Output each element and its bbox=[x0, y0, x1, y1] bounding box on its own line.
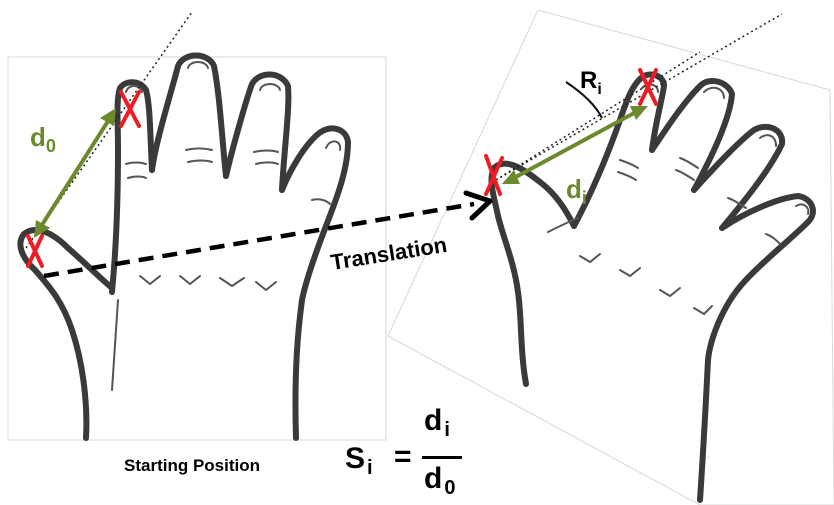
translation-label: Translation bbox=[329, 232, 449, 275]
ri-label: Ri bbox=[580, 67, 602, 98]
di-arrow bbox=[502, 106, 648, 184]
translated-index-tip-marker bbox=[638, 68, 658, 106]
translated-hand-panel: Ri di bbox=[387, 9, 834, 505]
thumb-tip-marker bbox=[26, 234, 44, 268]
fraction-bar bbox=[422, 456, 462, 459]
starting-hand-outline bbox=[17, 52, 351, 441]
d0-arrow bbox=[34, 108, 116, 238]
translated-rotated-line bbox=[495, 51, 701, 181]
starting-position-caption: Starting Position bbox=[124, 456, 260, 475]
translation-arrow bbox=[43, 190, 493, 279]
translated-panel-frame bbox=[387, 9, 834, 505]
starting-hand-panel: d0 bbox=[7, 11, 387, 441]
index-tip-marker bbox=[119, 90, 141, 128]
starting-reference-line bbox=[25, 11, 193, 249]
translated-hand-outline bbox=[488, 71, 816, 503]
equation-equals: = bbox=[394, 440, 412, 473]
translated-thumb-tip-marker bbox=[484, 154, 504, 196]
starting-hand-details bbox=[111, 61, 342, 391]
d0-label: d0 bbox=[30, 122, 56, 156]
rotation-angle-arc bbox=[565, 81, 603, 119]
di-label: di bbox=[566, 174, 587, 208]
translated-hand-details bbox=[547, 83, 810, 316]
translated-reference-line bbox=[495, 13, 783, 181]
